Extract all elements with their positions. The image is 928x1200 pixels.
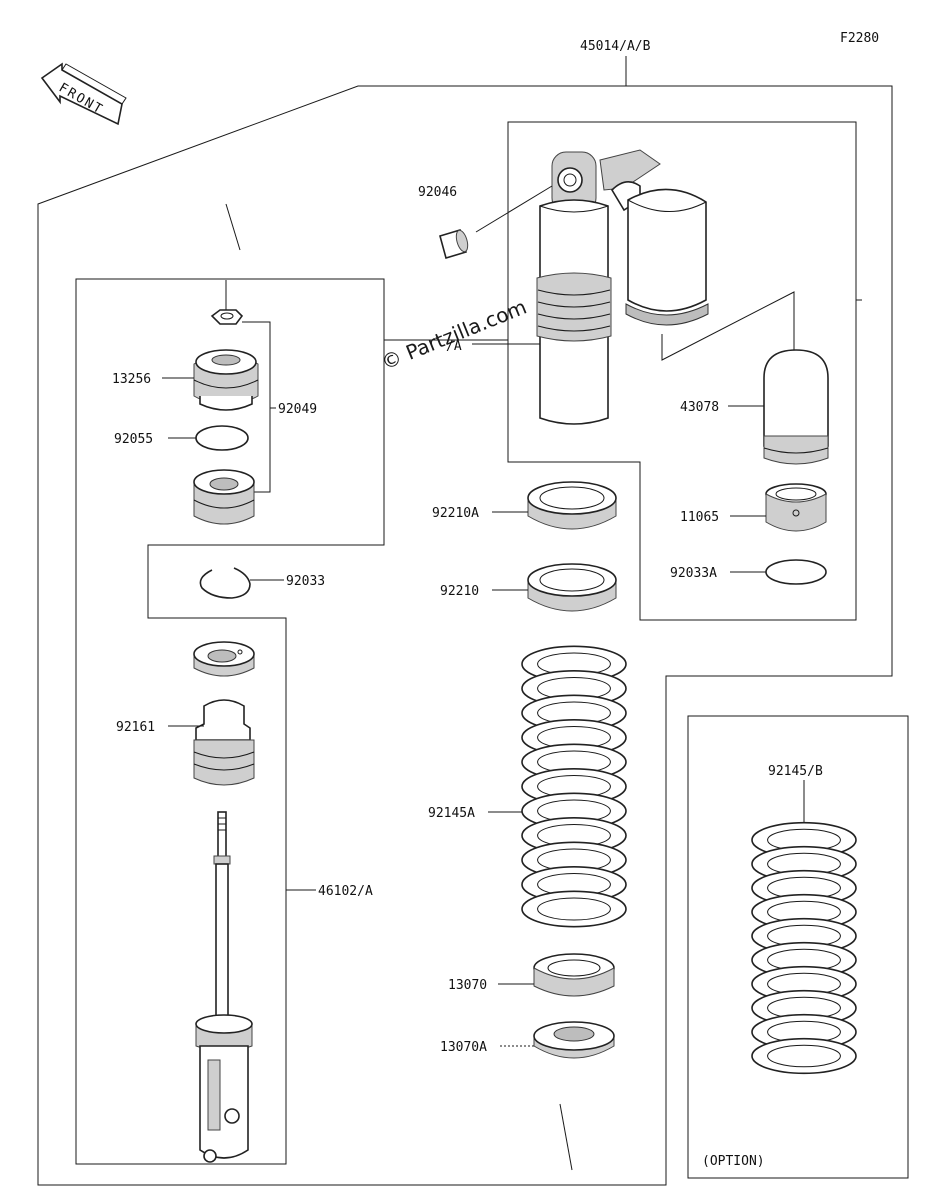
label-92033a: 92033A (670, 566, 717, 581)
label-92055: 92055 (114, 432, 153, 447)
spring-coil (751, 1037, 857, 1075)
circlip-92033 (199, 567, 251, 599)
watermark: © Partzilla.com (378, 295, 530, 375)
ring-92033a (765, 559, 827, 585)
left-parts-frame (75, 278, 385, 1165)
spring-92145a (521, 645, 627, 928)
label-92210a: 92210A (432, 506, 479, 521)
label-43078: 43078 (680, 400, 719, 415)
assembly-frame (37, 85, 893, 1186)
label-92049: 92049 (278, 402, 317, 417)
option-frame (687, 715, 909, 1179)
shock-body-frame (507, 121, 857, 621)
spring-coil (521, 890, 627, 928)
front-arrow-icon: FRONT (40, 62, 127, 126)
spring-coil-inner (767, 1044, 841, 1068)
bladder-43078 (763, 349, 829, 465)
label-13070: 13070 (448, 978, 487, 993)
locknut-92210a (527, 481, 617, 530)
figure-code: F2280 (840, 31, 879, 46)
label-11065: 11065 (680, 510, 719, 525)
label-92145b: 92145/B (768, 764, 823, 779)
seal-lower (193, 469, 255, 525)
shock-body (536, 149, 709, 425)
locknut-92210 (527, 563, 617, 612)
oring-92055 (195, 425, 249, 451)
label-92161: 92161 (116, 720, 155, 735)
label-92145a: 92145A (428, 806, 475, 821)
bearing-92046 (439, 228, 469, 260)
nut-top (210, 309, 244, 325)
shaft-46102 (195, 811, 253, 1163)
label-46102: 46102/A (318, 884, 373, 899)
spring-coil-inner (537, 897, 611, 921)
label-92210: 92210 (440, 584, 479, 599)
label-13256: 13256 (112, 372, 151, 387)
label-92033: 92033 (286, 574, 325, 589)
option-label: (OPTION) (702, 1154, 765, 1169)
label-45014: 45014/A/B (580, 39, 651, 54)
bump-rubber-92161 (193, 699, 255, 786)
seat-13070a (533, 1021, 615, 1059)
label-shock-body-partial: /A (446, 339, 462, 354)
label-92046: 92046 (418, 185, 457, 200)
seat-13070 (533, 953, 615, 997)
label-13070a: 13070A (440, 1040, 487, 1055)
bump-cap (193, 641, 255, 677)
cap-11065 (765, 483, 827, 532)
spring-92145b (751, 821, 857, 1075)
cap-13256 (193, 349, 259, 411)
